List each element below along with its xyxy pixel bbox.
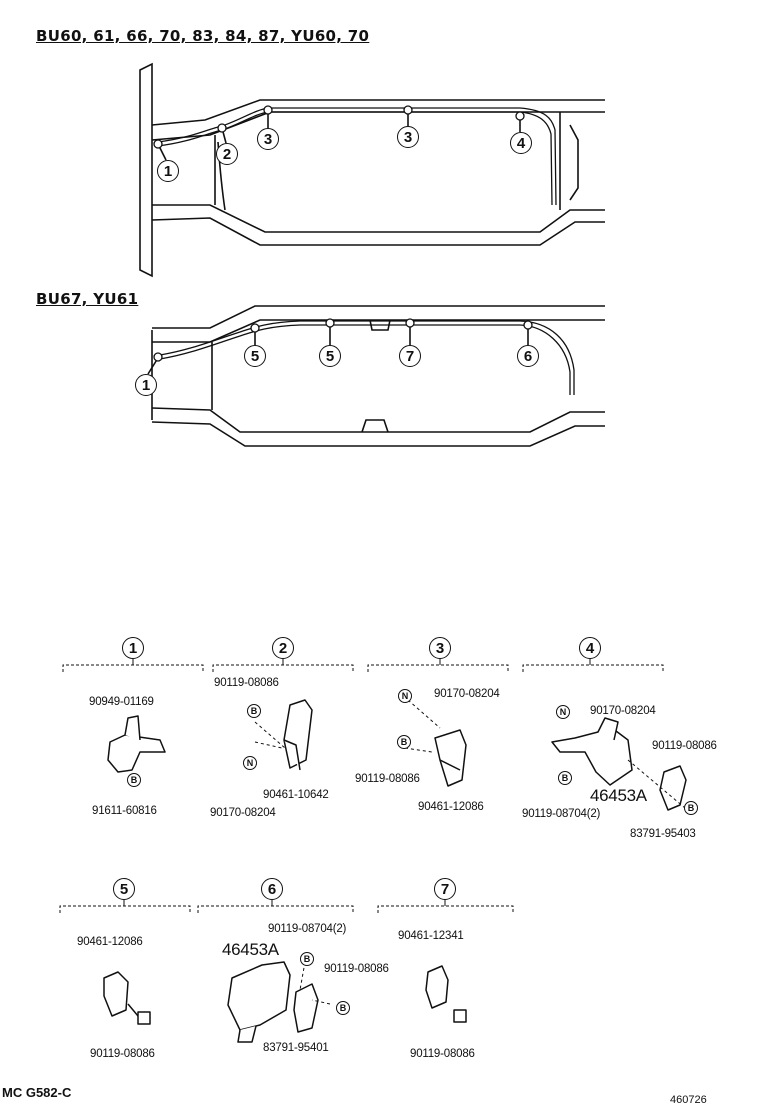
callout-a-3-left: 3 xyxy=(257,128,279,150)
bolt-symbol: B xyxy=(127,773,141,787)
callout-b-5-left: 5 xyxy=(244,345,266,367)
callout-a-4: 4 xyxy=(510,132,532,154)
part-number: 83791-95403 xyxy=(630,828,696,840)
bolt-symbol: B xyxy=(247,704,261,718)
part-number: 90119-08086 xyxy=(214,677,279,689)
detail-header-1: 1 xyxy=(122,637,144,659)
part-number: 90119-08086 xyxy=(90,1048,155,1060)
model-group-b-header: BU67, YU61 xyxy=(36,290,139,308)
detail-header-5: 5 xyxy=(113,878,135,900)
callout-b-5-right: 5 xyxy=(319,345,341,367)
nut-symbol: N xyxy=(398,689,412,703)
part-number: 90119-08086 xyxy=(652,740,717,752)
callout-b-6: 6 xyxy=(517,345,539,367)
part-number: 90119-08704(2) xyxy=(522,808,601,820)
callout-a-3-right: 3 xyxy=(397,126,419,148)
part-number: 91611-60816 xyxy=(92,805,157,817)
drawing-code: MC G582-C xyxy=(2,1085,72,1100)
model-group-a-header: BU60, 61, 66, 70, 83, 84, 87, YU60, 70 xyxy=(36,27,370,45)
part-number: 90461-12341 xyxy=(398,930,464,942)
detail-header-4: 4 xyxy=(579,637,601,659)
part-number: 90119-08086 xyxy=(410,1048,475,1060)
part-number: 90119-08086 xyxy=(324,963,389,975)
part-number: 90461-12086 xyxy=(77,936,143,948)
bolt-symbol: B xyxy=(397,735,411,749)
bolt-symbol: B xyxy=(300,952,314,966)
detail-header-7: 7 xyxy=(434,878,456,900)
part-number: 90949-01169 xyxy=(89,696,154,708)
nut-symbol: N xyxy=(556,705,570,719)
part-number: 90119-08704(2) xyxy=(268,923,347,935)
callout-b-7: 7 xyxy=(399,345,421,367)
part-number: 83791-95401 xyxy=(263,1042,329,1054)
assembly-number: 46453A xyxy=(590,786,647,805)
drawing-number: 460726 xyxy=(670,1094,707,1106)
part-number: 90119-08086 xyxy=(355,773,420,785)
part-number: 90170-08204 xyxy=(590,705,656,717)
part-number: 90170-08204 xyxy=(210,807,276,819)
bolt-symbol: B xyxy=(684,801,698,815)
bolt-symbol: B xyxy=(558,771,572,785)
assembly-number: 46453A xyxy=(222,940,279,959)
detail-header-6: 6 xyxy=(261,878,283,900)
part-number: 90170-08204 xyxy=(434,688,500,700)
part-number: 90461-10642 xyxy=(263,789,329,801)
callout-a-2: 2 xyxy=(216,143,238,165)
callout-b-1: 1 xyxy=(135,374,157,396)
callout-a-1: 1 xyxy=(157,160,179,182)
detail-header-2: 2 xyxy=(272,637,294,659)
part-number: 90461-12086 xyxy=(418,801,484,813)
detail-header-3: 3 xyxy=(429,637,451,659)
nut-symbol: N xyxy=(243,756,257,770)
bolt-symbol: B xyxy=(336,1001,350,1015)
